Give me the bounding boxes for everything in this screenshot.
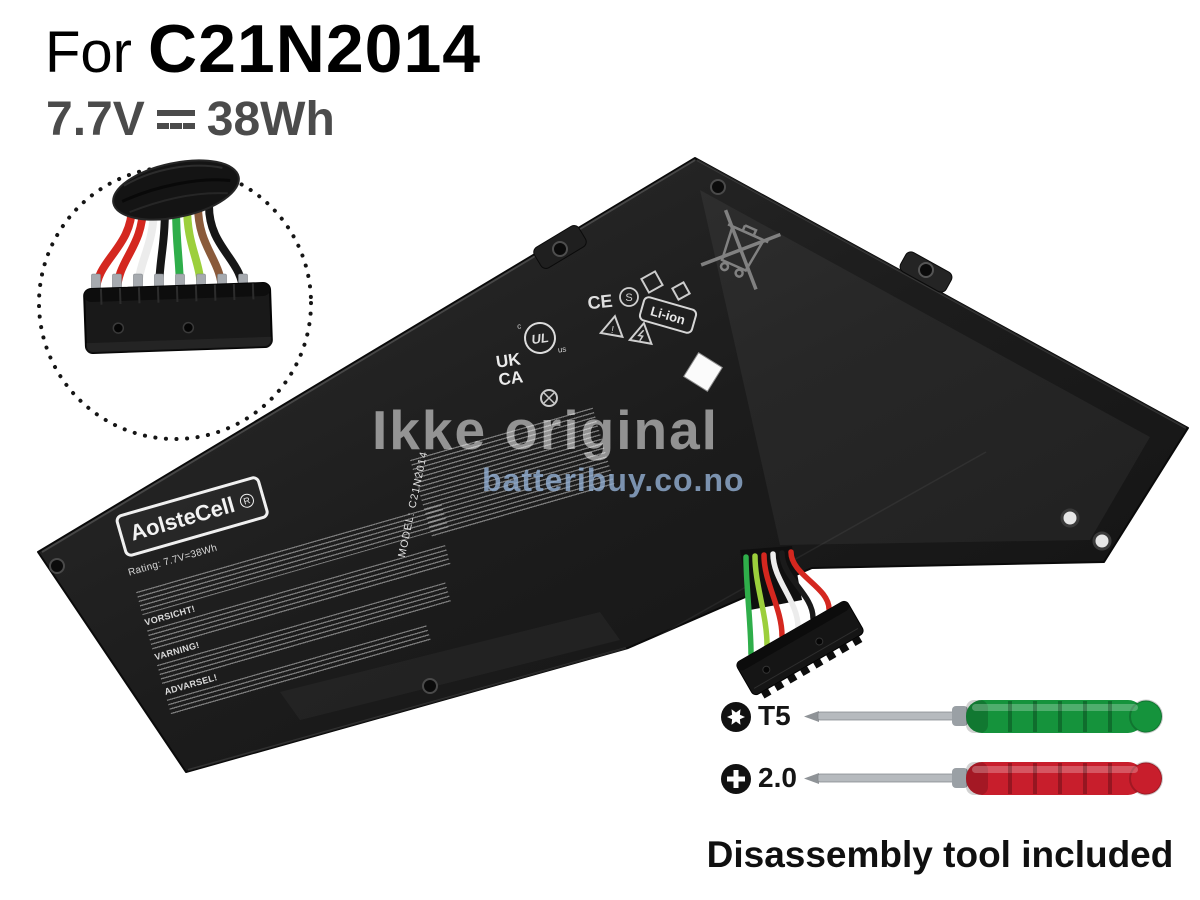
tool-size-label-20: 2.0 [758, 762, 797, 793]
svg-text:CA: CA [497, 367, 524, 389]
edge-highlight [187, 647, 627, 771]
spec-voltage: 7.7V [46, 93, 145, 146]
spec-line: 7.7V 38Wh [46, 92, 335, 147]
screw-hole [422, 678, 438, 694]
screwdrivers [721, 699, 1163, 796]
s-mark: S [619, 287, 639, 307]
connector-closeup [37, 159, 313, 441]
pack-wire [752, 553, 770, 648]
torx-screwdriver [804, 699, 1163, 734]
spec-capacity: 38Wh [206, 93, 335, 146]
screw-hole-metal [1092, 531, 1112, 551]
svg-text:CE: CE [587, 291, 614, 314]
screw-hole [552, 241, 568, 257]
screw-hole-metal [1060, 508, 1080, 528]
cell-seam [647, 451, 987, 643]
registered-mark-icon: R [238, 492, 256, 510]
svg-text:c: c [517, 322, 522, 331]
screw-hole [49, 558, 65, 574]
svg-text:UK: UK [495, 349, 523, 371]
screw-hole [710, 179, 726, 195]
edge-highlight [696, 159, 1187, 429]
battery-sheen-top [700, 190, 1150, 545]
watermark-line1: Ikke original [372, 399, 719, 461]
phillips-screwdriver [804, 761, 1163, 796]
mounting-cutout [683, 352, 723, 392]
pack-wire [743, 554, 754, 657]
ukca-mark: UK CA [495, 349, 524, 389]
pack-connector [736, 600, 864, 699]
recycle-icon [640, 270, 664, 294]
battery-cable [736, 546, 864, 699]
svg-text:us: us [557, 344, 567, 354]
crossed-bin-icon [700, 209, 782, 290]
svg-text:S: S [625, 292, 632, 304]
recycle-icon [670, 280, 692, 302]
dc-current-icon [156, 110, 195, 129]
warning-triangle-icon [627, 321, 653, 346]
pack-wire [761, 552, 785, 639]
pack-wire [788, 549, 832, 612]
crossed-circle-icon [540, 389, 558, 407]
pack-wire [770, 551, 801, 630]
cable-bundle [112, 159, 240, 221]
title-prefix: For [45, 20, 132, 85]
battery-sheen-bottom [280, 612, 620, 720]
edge-highlight [41, 159, 696, 553]
screw-hole [918, 262, 934, 278]
warning-triangle-icon: ! [598, 314, 624, 339]
closeup-connector-body [83, 282, 273, 354]
ce-mark: CE [587, 291, 614, 314]
title-model: C21N2014 [148, 11, 482, 87]
phillips-icon [721, 764, 751, 794]
torx-t5-icon [721, 702, 751, 732]
ul-mark: UL c us [517, 322, 567, 355]
svg-text:UL: UL [530, 330, 549, 347]
svg-text:!: ! [610, 325, 615, 336]
tools-caption: Disassembly tool included [706, 834, 1174, 875]
pack-wire [779, 550, 816, 621]
watermark-line2: batteribuy.co.no [482, 462, 745, 498]
tool-size-label-t5: T5 [758, 700, 791, 731]
